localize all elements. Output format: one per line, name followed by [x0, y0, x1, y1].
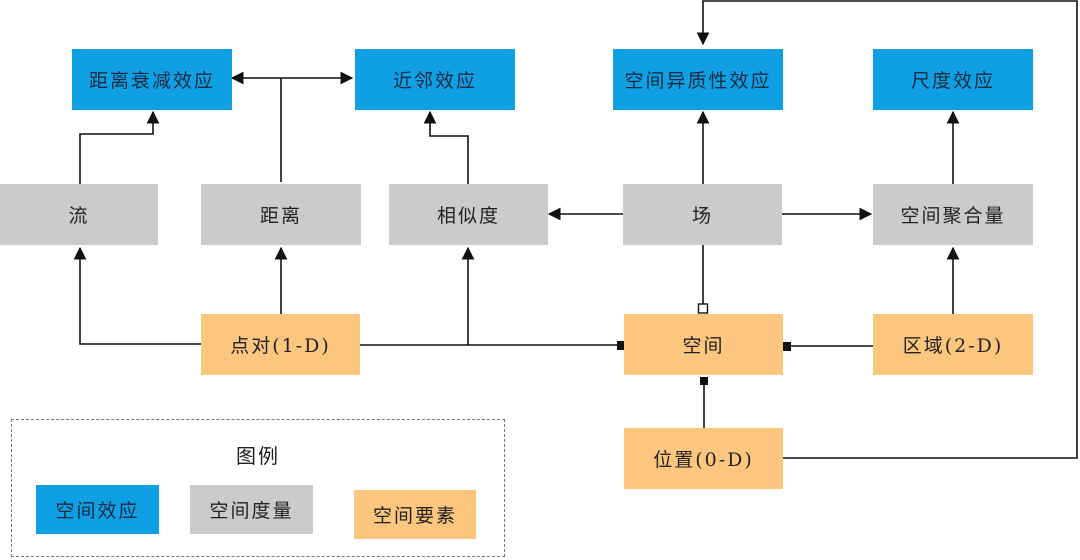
node-label: 空间 — [682, 335, 725, 357]
composition-marker-right — [783, 342, 791, 351]
legend: 图例 — [11, 419, 505, 557]
aggregation-marker-top — [697, 303, 709, 314]
node-label: 点对(1-D) — [230, 335, 331, 357]
node-location: 位置(0-D) — [624, 428, 783, 489]
node-region: 区域(2-D) — [873, 314, 1033, 375]
node-heterogeneity-effect: 空间异质性效应 — [613, 49, 783, 110]
node-field: 场 — [623, 184, 782, 245]
node-label: 距离 — [259, 205, 302, 227]
edge-similarity-to-neighborhood — [423, 110, 469, 184]
edge-flow-to-distance-decay — [79, 110, 160, 184]
node-label: 区域(2-D) — [902, 335, 1004, 357]
composition-marker-bottom — [700, 377, 708, 385]
node-similarity: 相似度 — [389, 184, 548, 245]
node-label: 空间异质性效应 — [624, 70, 772, 92]
edge-location-to-heterogeneity — [696, 0, 1078, 459]
legend-label: 空间度量 — [209, 500, 294, 522]
legend-title: 图例 — [236, 444, 280, 468]
node-distance: 距离 — [201, 184, 361, 245]
node-label: 场 — [691, 205, 713, 227]
node-label: 相似度 — [436, 205, 500, 227]
node-flow: 流 — [0, 184, 158, 245]
legend-item-element: 空间要素 — [354, 490, 476, 539]
legend-label: 空间要素 — [372, 505, 457, 527]
edge-point-pair-to-flow — [73, 246, 201, 345]
node-label: 距离衰减效应 — [88, 70, 215, 92]
composition-marker-left — [617, 341, 625, 350]
node-space: 空间 — [624, 314, 783, 375]
node-point-pair: 点对(1-D) — [201, 314, 360, 375]
node-neighborhood-effect: 近邻效应 — [355, 49, 515, 110]
node-label: 近邻效应 — [392, 70, 477, 92]
node-label: 尺度效应 — [910, 70, 995, 92]
node-distance-decay-effect: 距离衰减效应 — [72, 49, 232, 110]
node-spatial-aggregation: 空间聚合量 — [873, 184, 1033, 245]
legend-label: 空间效应 — [55, 500, 140, 522]
legend-item-effect: 空间效应 — [36, 485, 159, 534]
legend-item-measure: 空间度量 — [190, 485, 313, 534]
node-scale-effect: 尺度效应 — [873, 49, 1033, 110]
node-label: 位置(0-D) — [653, 449, 754, 471]
node-label: 空间聚合量 — [900, 205, 1006, 227]
node-label: 流 — [68, 205, 90, 227]
